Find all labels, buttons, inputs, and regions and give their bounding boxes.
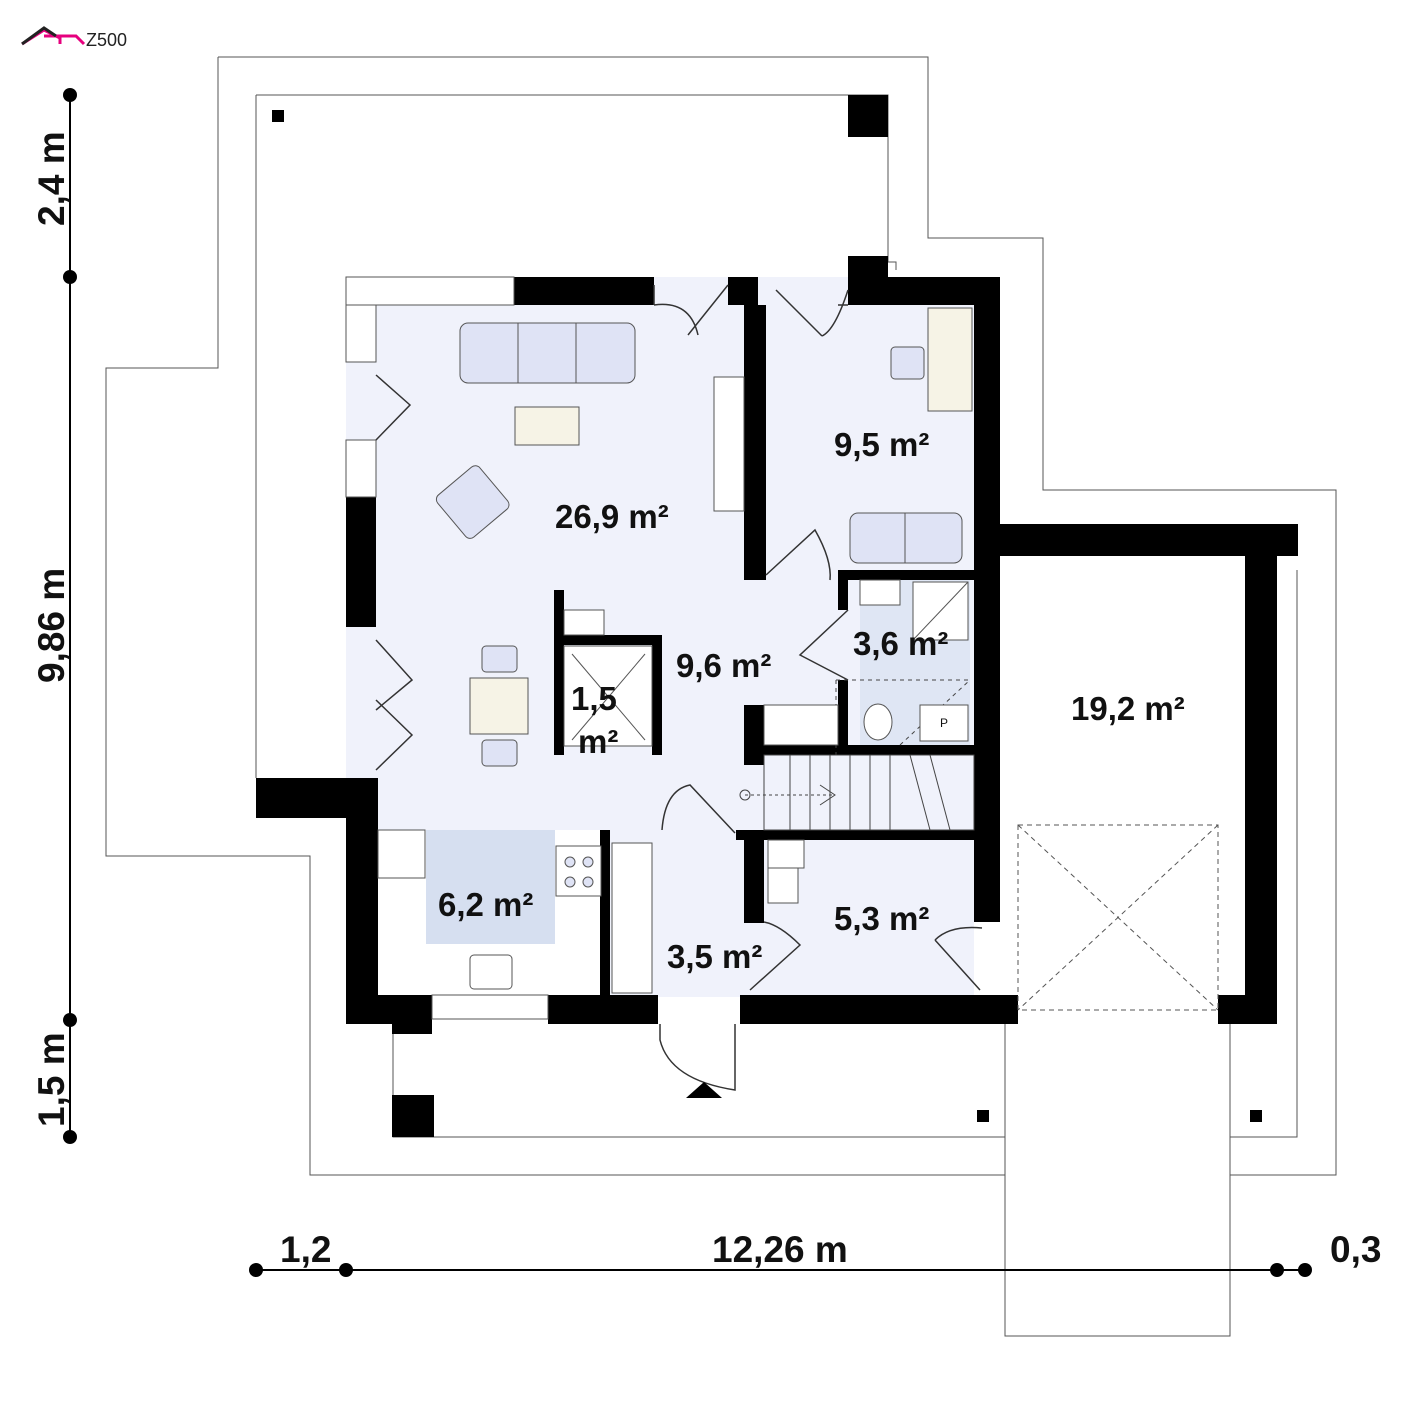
dim-depth: 9,86 m — [31, 568, 72, 683]
label-office: 9,5 m² — [834, 426, 929, 463]
horizontal-dimension: 1,2 12,26 m 0,3 — [249, 1229, 1381, 1277]
label-boiler-room: 5,3 m² — [834, 900, 929, 937]
label-garage: 19,2 m² — [1071, 690, 1185, 727]
furniture: P — [377, 307, 973, 1098]
dim-top-extension: 2,4 m — [31, 131, 72, 226]
dim-bottom-extension: 1,5 m — [31, 1032, 72, 1127]
dim-width: 12,26 m — [712, 1229, 848, 1270]
walls — [256, 95, 1298, 1137]
label-pantry-line2: m² — [578, 723, 618, 760]
garage-door-outline — [1017, 824, 1219, 1011]
logo-text: Z500 — [86, 30, 127, 50]
doors — [375, 284, 983, 1091]
parking-mark: P — [940, 716, 948, 730]
z500-logo: Z500 — [21, 26, 127, 50]
windows — [345, 276, 549, 1020]
room-labels: 26,9 m² 9,5 m² 9,6 m² 1,5 m² 3,6 m² 19,2… — [438, 426, 1185, 975]
vertical-dimension: 2,4 m 9,86 m 1,5 m — [31, 88, 77, 1144]
label-kitchen: 6,2 m² — [438, 886, 533, 923]
dim-left-extension: 1,2 — [280, 1229, 331, 1270]
label-living-room: 26,9 m² — [555, 498, 669, 535]
label-pantry-line1: 1,5 — [571, 680, 617, 717]
label-vestibule: 3,5 m² — [667, 938, 762, 975]
label-hall: 9,6 m² — [676, 647, 771, 684]
label-bathroom: 3,6 m² — [853, 625, 948, 662]
staircase — [739, 679, 975, 831]
dim-right-extension: 0,3 — [1330, 1229, 1381, 1270]
